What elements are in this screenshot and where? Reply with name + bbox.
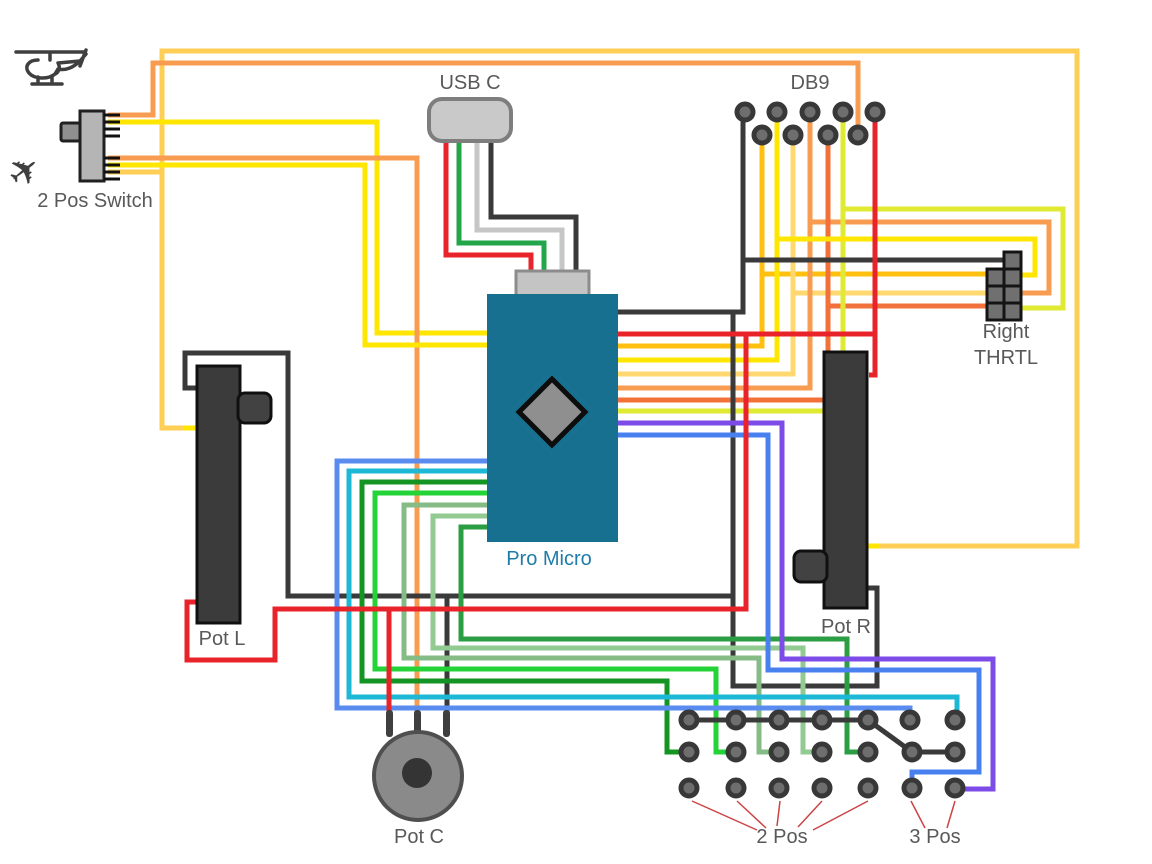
promicro-label: Pro Micro — [506, 548, 592, 570]
usbc-label: USB C — [439, 72, 500, 94]
3pos-label: 3 Pos — [909, 826, 960, 848]
button-pin — [768, 709, 790, 731]
usb-gray-wire — [474, 136, 565, 280]
switch-label: 2 Pos Switch — [37, 190, 153, 212]
button-pin — [944, 709, 966, 731]
thrtl-label-line1: Right — [983, 321, 1030, 343]
usb-green-wire — [456, 136, 547, 280]
button-pin — [944, 777, 966, 799]
cyan-button-wire — [346, 468, 960, 718]
helicopter-icon — [14, 48, 88, 86]
usb-red-wire — [443, 136, 534, 280]
thrtl-cell — [985, 301, 1006, 322]
potc-shaft — [402, 758, 432, 788]
red-potl-wire — [184, 334, 749, 663]
potr-slider — [822, 350, 869, 610]
yellowgreen-thrtl-wrap-wire — [843, 206, 1066, 311]
thrtl-cell — [985, 267, 1006, 288]
button-pin — [725, 709, 747, 731]
3pos-pointer-line — [910, 800, 926, 829]
orange-switch-potc-wire — [108, 155, 420, 714]
potl-slider — [195, 364, 242, 625]
promicro-diamond — [515, 375, 589, 449]
usbc-connector — [427, 97, 513, 143]
yellow-db9-promicro-wire — [612, 112, 780, 363]
orange-db9-promicro-wire — [612, 112, 813, 391]
2pos-label: 2 Pos — [756, 826, 807, 848]
thrtl-cell — [1002, 250, 1023, 271]
red-db9-potr-wire — [869, 112, 878, 378]
2pos-pointer-line — [776, 800, 781, 827]
button-pin — [678, 777, 700, 799]
palegreen-button-wire-1 — [401, 502, 779, 755]
2pos-pointer-line — [691, 800, 758, 831]
2pos-pointer-line — [812, 800, 869, 831]
2pos-pointer-line — [736, 800, 767, 829]
db9-pin — [817, 124, 839, 146]
button-pin — [678, 741, 700, 763]
potc-label: Pot C — [394, 826, 444, 848]
gold-db9-promicro-wire — [612, 135, 765, 349]
thrtl-cell — [1002, 284, 1023, 305]
potc-terminal — [386, 710, 393, 737]
purple-3pos-wire — [612, 420, 996, 792]
button-pin — [725, 741, 747, 763]
potc-terminal — [443, 710, 450, 737]
potl-label: Pot L — [199, 628, 246, 650]
button-pin — [811, 777, 833, 799]
switch-body — [78, 109, 106, 183]
button-pin — [857, 777, 879, 799]
button-pin — [768, 741, 790, 763]
db9-pin — [864, 101, 886, 123]
yellow-thrtl-wrap-wire — [777, 236, 1038, 278]
button-pin — [678, 709, 700, 731]
orange-switch-db9-wire — [108, 60, 861, 132]
medgreen-button-wire — [458, 524, 868, 755]
2pos-pointer-line — [797, 800, 823, 828]
button-pin — [857, 709, 879, 731]
amber-potl-potr-wire — [159, 48, 1080, 549]
db9-label: DB9 — [791, 72, 830, 94]
yellow-switch-promicro-wire-1 — [108, 119, 495, 336]
button-pin — [811, 709, 833, 731]
black-db9-promicro-wire — [612, 112, 746, 315]
orange-thrtl-wrap-wire — [810, 219, 1052, 296]
potr-label: Pot R — [821, 616, 871, 638]
potr-knob — [792, 549, 829, 584]
3pos-pointer-line — [946, 800, 956, 829]
thrtl-cell — [1002, 301, 1023, 322]
thrtl-cell — [1002, 267, 1023, 288]
db9-pin — [832, 101, 854, 123]
thrtl-cell — [985, 284, 1006, 305]
db9-pin — [734, 101, 756, 123]
button-pin — [944, 741, 966, 763]
button-pin — [901, 777, 923, 799]
green-button-wire — [372, 490, 736, 755]
button-pin — [857, 741, 879, 763]
button-pin — [725, 777, 747, 799]
button-pin — [899, 709, 921, 731]
darkgreen-button-wire — [359, 479, 689, 755]
db9-pin — [782, 124, 804, 146]
palegreen-button-wire-2 — [430, 513, 822, 755]
yellow-switch-promicro-wire-2 — [108, 162, 495, 348]
lightgold-db9-promicro-wire — [612, 135, 796, 377]
black-promicro-potr-wire — [730, 312, 880, 689]
button-pin — [811, 741, 833, 763]
db9-pin — [799, 101, 821, 123]
usb-black-wire — [488, 136, 579, 280]
thrtl-label-line2: THRTL — [974, 347, 1038, 369]
button-pin — [901, 741, 923, 763]
switch-knob — [59, 121, 82, 143]
blue-3pos-wire — [612, 432, 982, 786]
db9-pin — [751, 124, 773, 146]
db9-pin — [766, 101, 788, 123]
db9-pin — [847, 124, 869, 146]
button-pin — [768, 777, 790, 799]
potl-knob — [236, 391, 273, 425]
